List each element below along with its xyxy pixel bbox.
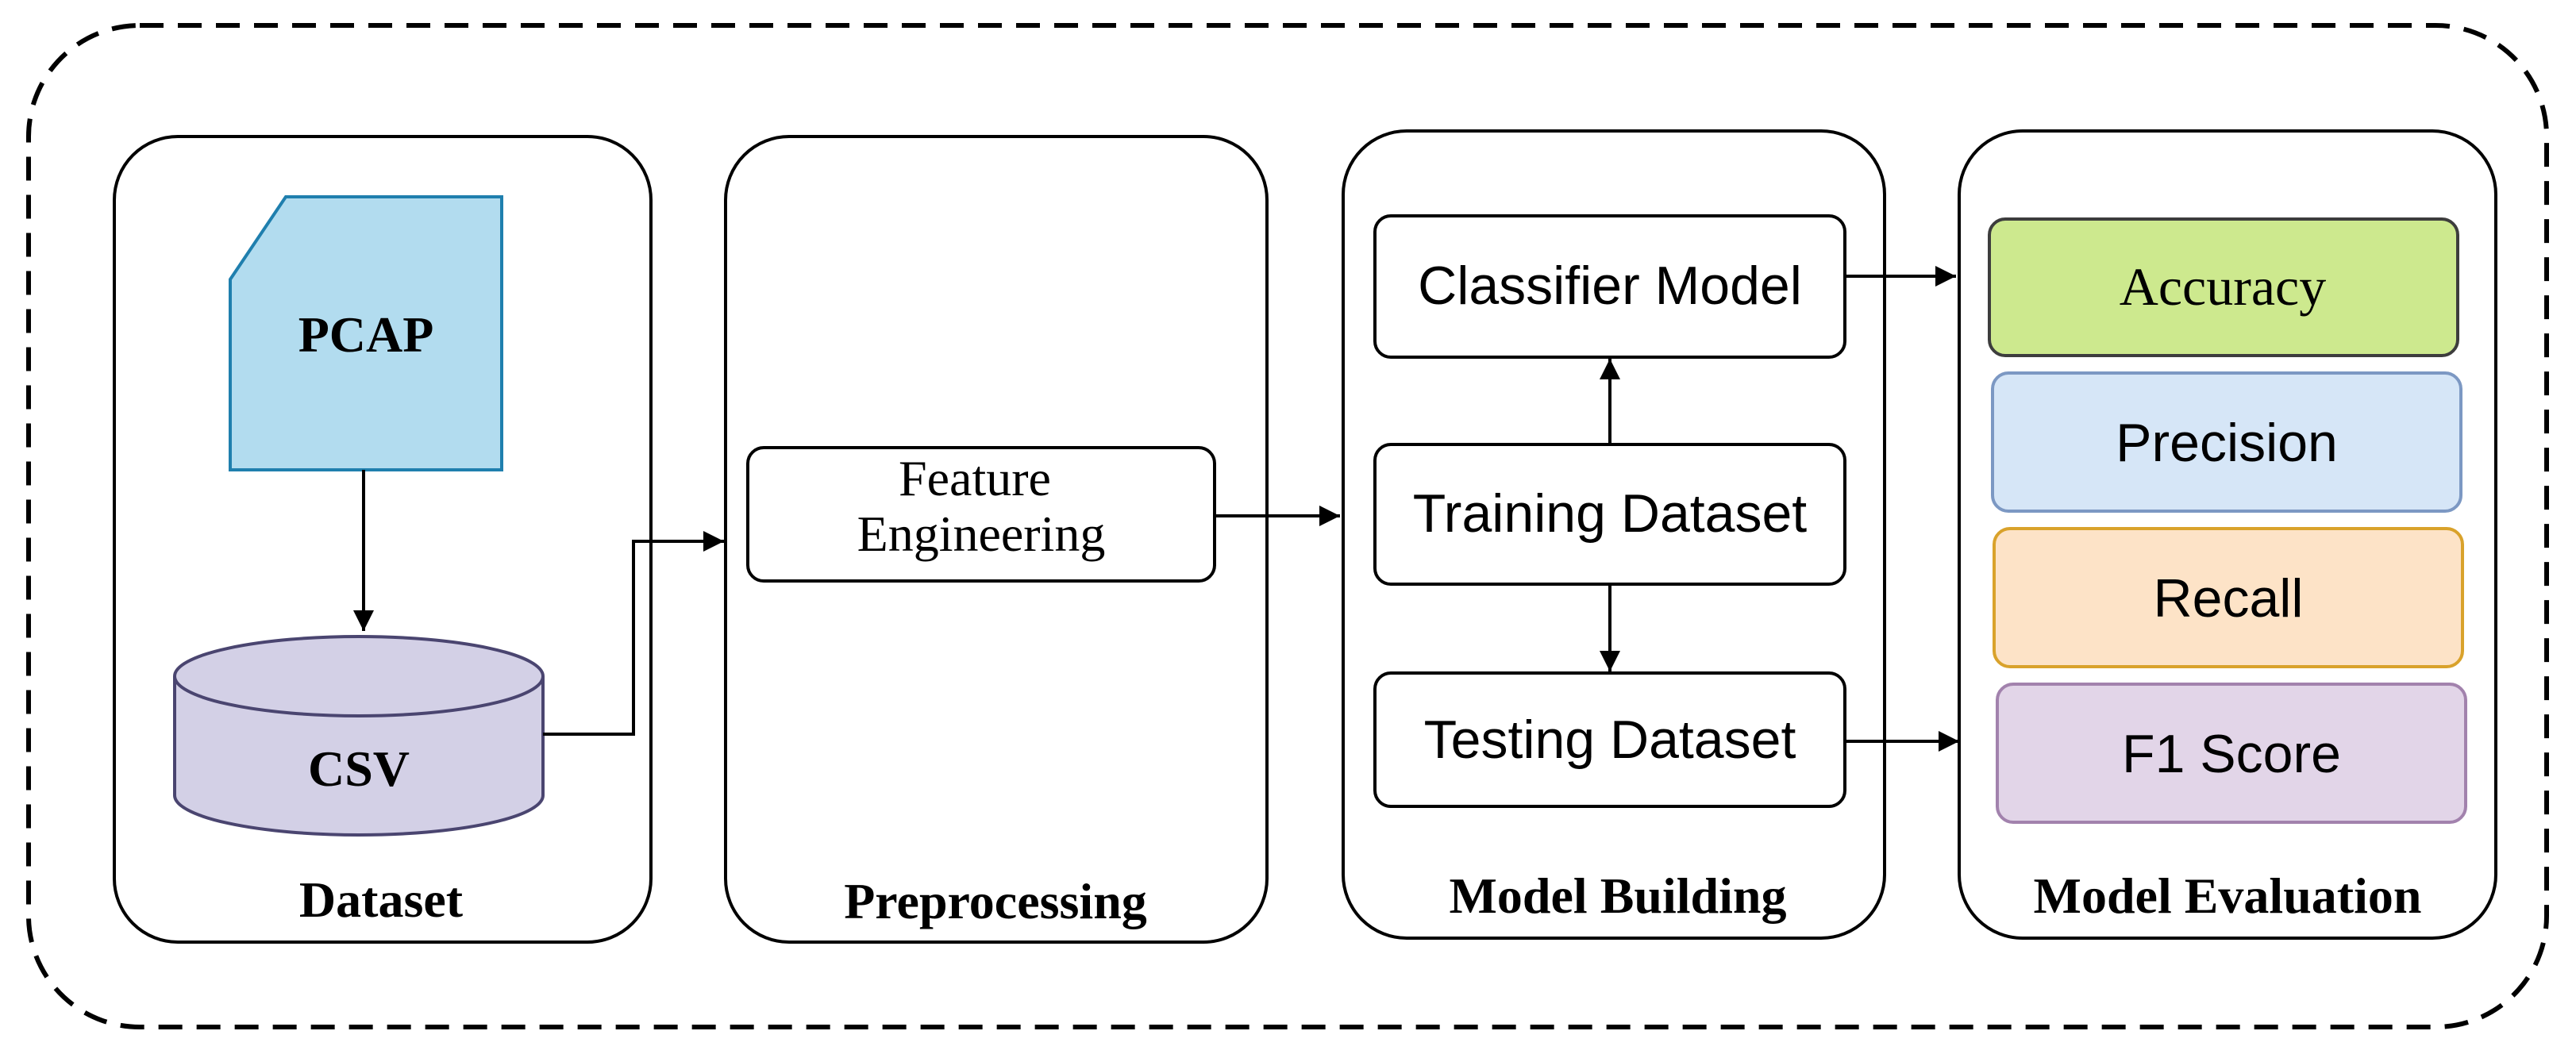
stage-title-model-building: Model Building bbox=[1450, 867, 1787, 924]
metric-box-f1-score bbox=[1996, 683, 2467, 824]
stage-title-model-evaluation: Model Evaluation bbox=[2034, 867, 2422, 924]
training-dataset-label: Training Dataset bbox=[1413, 483, 1807, 544]
metric-box-recall bbox=[1993, 527, 2464, 668]
metric-label-accuracy: Accuracy bbox=[2120, 256, 2326, 317]
classifier-model-box bbox=[1373, 214, 1846, 359]
metric-label-precision: Precision bbox=[2116, 413, 2338, 473]
stage-title-preprocessing: Preprocessing bbox=[844, 873, 1147, 929]
arrow-csv-to-feature-engineering bbox=[543, 531, 724, 736]
feature-engineering-line-1: Feature bbox=[899, 450, 1051, 506]
csv-label: CSV bbox=[308, 740, 410, 797]
metric-box-accuracy bbox=[1988, 217, 2459, 357]
feature-engineering-label: Feature Engineering bbox=[857, 450, 1106, 562]
outer-dashed-border bbox=[26, 23, 2549, 1029]
metric-box-precision bbox=[1991, 371, 2462, 513]
feature-engineering-line-2: Engineering bbox=[857, 506, 1106, 562]
pcap-document-shape bbox=[229, 195, 503, 471]
pcap-label: PCAP bbox=[298, 306, 434, 363]
metric-label-recall: Recall bbox=[2154, 568, 2304, 629]
stage-title-dataset: Dataset bbox=[299, 871, 464, 928]
classifier-model-label: Classifier Model bbox=[1418, 256, 1802, 316]
csv-cylinder-shape bbox=[173, 635, 545, 837]
testing-dataset-label: Testing Dataset bbox=[1424, 710, 1796, 770]
metric-label-f1-score: F1 Score bbox=[2122, 724, 2341, 784]
